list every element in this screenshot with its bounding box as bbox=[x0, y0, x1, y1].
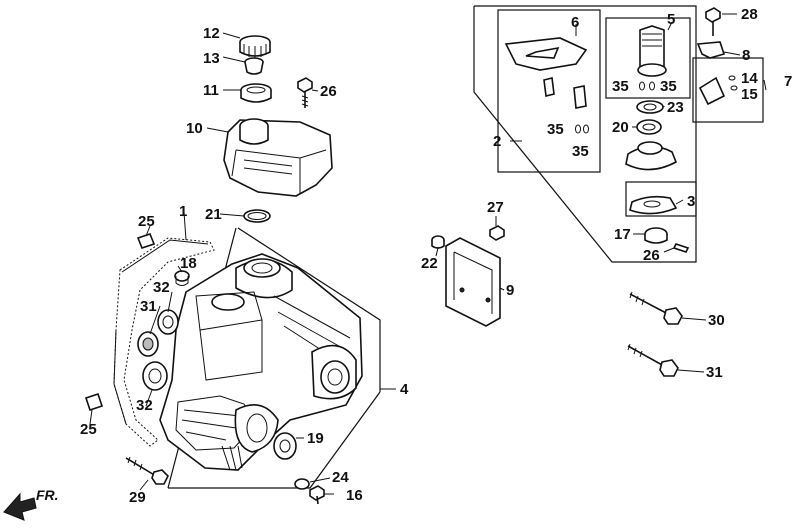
washer-24-drawing bbox=[294, 478, 310, 490]
clip-7-drawing bbox=[698, 75, 738, 106]
callout-31-top: 30 bbox=[708, 312, 725, 329]
callout-35-b: 35 bbox=[660, 78, 677, 95]
bolt-31-top-drawing bbox=[629, 291, 683, 325]
bolt-16-drawing bbox=[309, 485, 325, 505]
bolt-31-bottom-drawing bbox=[627, 343, 679, 377]
callout-7: 7 bbox=[784, 73, 792, 90]
group-5-box bbox=[605, 17, 691, 99]
callout-19: 19 bbox=[307, 430, 324, 447]
callout-24: 24 bbox=[332, 469, 349, 486]
callout-6: 6 bbox=[571, 14, 579, 31]
callout-18: 18 bbox=[180, 255, 197, 272]
group-7-box bbox=[692, 57, 764, 123]
gasket-3-drawing bbox=[629, 195, 678, 215]
pin-26-drawing bbox=[672, 243, 690, 253]
callout-11: 11 bbox=[203, 82, 219, 99]
rings-35-drawing bbox=[575, 81, 655, 134]
leader-lines bbox=[89, 13, 767, 495]
callout-34: 32 bbox=[153, 279, 170, 296]
pin-25-top-drawing bbox=[136, 233, 156, 249]
callout-27: 26 bbox=[320, 83, 337, 100]
seal-34-drawing bbox=[157, 309, 179, 335]
bolt-27-drawing bbox=[297, 77, 313, 108]
callout-33: 31 bbox=[140, 298, 157, 315]
front-direction-arrow: FR. bbox=[3, 487, 59, 521]
callout-31-bottom: 31 bbox=[706, 364, 723, 381]
callout-17: 17 bbox=[614, 226, 631, 243]
pin-25-bottom-drawing bbox=[84, 392, 104, 412]
group-2-outline bbox=[473, 5, 697, 263]
callout-14: 14 bbox=[741, 70, 758, 87]
seal-17-drawing bbox=[644, 227, 668, 244]
callout-29: 28 bbox=[741, 6, 758, 23]
callout-23: 23 bbox=[667, 99, 684, 116]
bracket-6-drawing bbox=[504, 37, 588, 109]
callout-21: 21 bbox=[205, 206, 222, 223]
callout-22: 22 bbox=[421, 255, 438, 272]
clip-8-drawing bbox=[696, 41, 726, 59]
callout-8: 8 bbox=[742, 47, 750, 64]
grommet-22-drawing bbox=[431, 235, 445, 249]
housing-4-drawing bbox=[159, 227, 381, 489]
callout-12: 12 bbox=[203, 25, 220, 42]
callout-26: 26 bbox=[643, 247, 660, 264]
callout-1: 1 bbox=[179, 203, 187, 220]
gasket-1-drawing bbox=[113, 237, 215, 447]
reservoir-10-drawing bbox=[223, 118, 333, 197]
callout-5: 5 bbox=[667, 11, 675, 28]
callout-10: 10 bbox=[186, 120, 203, 137]
callout-labels: 12 13 11 26 10 21 1 25 18 32 31 32 25 19… bbox=[80, 6, 792, 506]
group-3-box bbox=[625, 181, 697, 217]
group-6-box bbox=[497, 9, 601, 173]
callout-35-a: 35 bbox=[612, 78, 629, 95]
callout-16: 16 bbox=[346, 487, 363, 504]
callout-30: 29 bbox=[129, 489, 146, 506]
callout-4: 4 bbox=[400, 381, 409, 398]
callout-28: 27 bbox=[487, 199, 504, 216]
cap-12-drawing bbox=[239, 35, 271, 58]
shaft-5-drawing bbox=[637, 25, 667, 77]
callout-35-c: 35 bbox=[547, 121, 564, 138]
bolt-29-drawing bbox=[705, 7, 721, 36]
cap-18-drawing bbox=[174, 270, 190, 286]
bearing-32-drawing bbox=[142, 361, 168, 391]
bolt-30-drawing bbox=[125, 456, 169, 485]
seal-19-drawing bbox=[273, 432, 297, 460]
callout-3: 3 bbox=[687, 193, 695, 210]
holder-drawing bbox=[625, 141, 678, 171]
bearing-33-drawing bbox=[137, 331, 159, 357]
bolt-28-drawing bbox=[489, 225, 505, 241]
washer-23-drawing bbox=[636, 100, 664, 114]
callout-25-top: 25 bbox=[138, 213, 155, 230]
callout-15: 15 bbox=[741, 86, 758, 103]
callout-35-d: 35 bbox=[572, 143, 589, 160]
callout-32: 32 bbox=[136, 397, 153, 414]
seal-11-drawing bbox=[240, 83, 272, 103]
callout-20: 20 bbox=[612, 119, 629, 136]
front-direction-label: FR. bbox=[36, 487, 59, 503]
callout-25-bottom: 25 bbox=[80, 421, 97, 438]
cover-9-drawing bbox=[445, 237, 501, 327]
oring-21-drawing bbox=[243, 209, 271, 223]
callout-9: 9 bbox=[506, 282, 514, 299]
filter-13-drawing bbox=[244, 57, 264, 75]
callout-13: 13 bbox=[203, 50, 220, 67]
seal-20-drawing bbox=[636, 119, 662, 135]
callout-2: 2 bbox=[493, 133, 501, 150]
